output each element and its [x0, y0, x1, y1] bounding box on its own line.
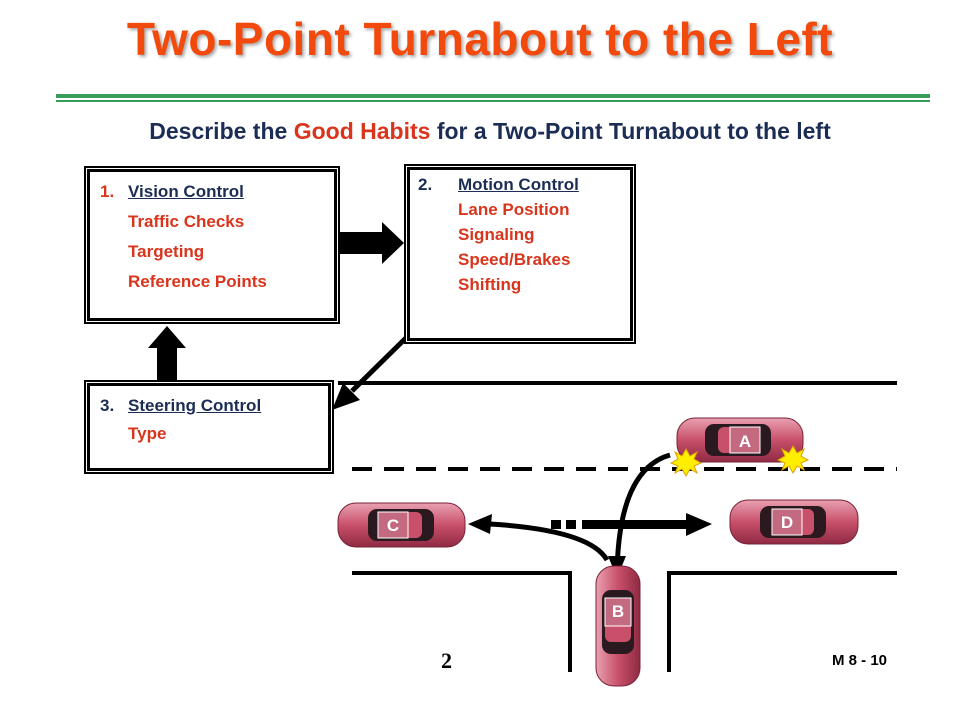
path-b-to-c: [489, 521, 610, 562]
car-paths: [468, 452, 712, 581]
vision-item-reference-points: Reference Points: [128, 272, 267, 291]
title-rule-thin: [56, 100, 930, 102]
arrow-motion-to-steering-head: [332, 383, 360, 410]
flow-arrows: [148, 222, 414, 410]
car-a-label: A: [739, 432, 751, 451]
vision-control-box: 1. Vision Control Traffic Checks Targeti…: [87, 169, 337, 321]
car-d-label: D: [781, 513, 793, 532]
steering-control-number: 3.: [100, 396, 115, 415]
collision-stars: [669, 444, 810, 478]
motion-control-box: 2. Motion Control Lane Position Signalin…: [407, 167, 633, 341]
dash-1: [551, 520, 561, 529]
slide-number: 2: [441, 648, 452, 673]
steering-control-heading: 3. Steering Control: [100, 396, 328, 416]
path-b-to-a: [614, 452, 671, 581]
car-c: C: [337, 502, 466, 548]
arrow-motion-to-steering-shaft: [350, 330, 414, 393]
steering-item-type: Type: [128, 424, 167, 443]
collision-star-left: [669, 447, 703, 478]
vision-control-heading: 1. Vision Control: [100, 182, 334, 202]
arrow-vision-to-motion: [336, 222, 404, 264]
motion-item-speed-brakes: Speed/Brakes: [458, 250, 571, 269]
path-b-to-c-head: [468, 514, 492, 534]
vision-item-targeting: Targeting: [128, 242, 205, 261]
car-b-label: B: [612, 602, 624, 621]
motion-control-heading: 2. Motion Control: [418, 175, 630, 195]
motion-control-number: 2.: [418, 175, 433, 194]
car-d: D: [729, 499, 859, 545]
page-reference: M 8 - 10: [832, 652, 888, 669]
slide-subtitle: Describe the Good Habits for a Two-Point…: [60, 116, 920, 146]
motion-item-shifting: Shifting: [458, 275, 522, 294]
vision-control-title: Vision Control: [128, 182, 244, 201]
car-b: B: [595, 565, 641, 687]
motion-item-signaling: Signaling: [458, 225, 535, 244]
dash-2: [566, 520, 576, 529]
car-c-label: C: [387, 516, 399, 535]
subtitle-highlight: Good Habits: [293, 118, 431, 144]
title-rule-thick: [56, 94, 930, 98]
slide-title: Two-Point Turnabout to the Left: [126, 13, 834, 65]
subtitle-suffix: for a Two-Point Turnabout to the left: [430, 118, 831, 144]
path-to-d-shaft: [582, 520, 688, 529]
path-to-d-head: [686, 513, 712, 536]
road-bottom-left-edge: [352, 571, 572, 672]
road-bottom-right-edge: [667, 571, 897, 672]
subtitle-prefix: Describe the: [149, 118, 294, 144]
steering-control-box: 3. Steering Control Type: [87, 383, 331, 471]
motion-item-lane-position: Lane Position: [458, 200, 570, 219]
steering-control-title: Steering Control: [128, 396, 262, 415]
vision-item-traffic-checks: Traffic Checks: [128, 212, 245, 231]
vision-control-number: 1.: [100, 182, 115, 201]
collision-star-right: [776, 444, 810, 475]
motion-control-title: Motion Control: [458, 175, 579, 194]
car-a: A: [676, 417, 804, 463]
arrow-steering-to-vision: [148, 326, 186, 382]
road-markings: [338, 381, 897, 672]
